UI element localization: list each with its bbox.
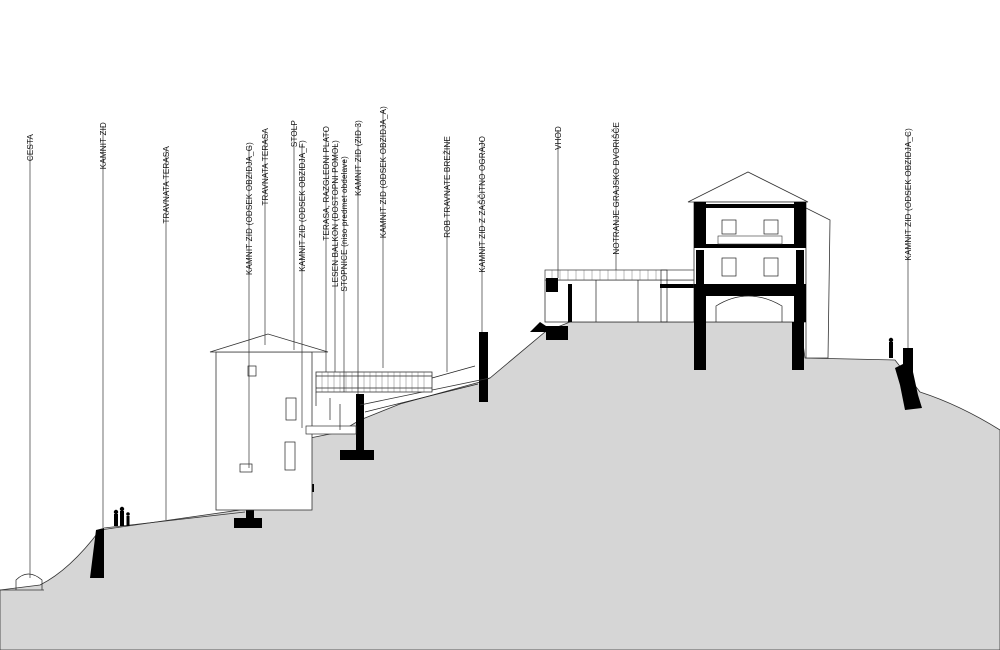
castle-entrance bbox=[530, 269, 700, 340]
label-vhod: VHOD bbox=[554, 126, 563, 150]
label-travnata-terasa-1: TRAVNATA TERASA bbox=[162, 146, 171, 224]
annotation-labels: CESTA KAMNIT ZID TRAVNATA TERASA KAMNIT … bbox=[26, 106, 913, 292]
label-kamnit-zid: KAMNIT ZID bbox=[99, 122, 108, 169]
wooden-balcony bbox=[315, 365, 476, 430]
lower-tower bbox=[209, 333, 357, 511]
label-kamnit-zid-f: KAMNIT ZID (ODSEK OBZIDJA_F) bbox=[298, 140, 307, 272]
kamnit-zid-wall-1 bbox=[90, 528, 104, 578]
label-terasa-plato: TERASA, RAZGLEDNI PLATO bbox=[322, 126, 331, 241]
castle-main-building bbox=[687, 171, 831, 370]
label-rob-brezine: ROB TRAVNATE BREŽINE bbox=[443, 136, 452, 238]
label-kamnit-zid-3: KAMNIT ZID (ZID 3) bbox=[354, 120, 363, 196]
label-cesta: CESTA bbox=[26, 134, 35, 162]
label-travnata-terasa-2: TRAVNATA TERASA bbox=[261, 128, 270, 206]
label-kamnit-zid-a: KAMNIT ZID (ODSEK OBZIDJA_A) bbox=[379, 106, 388, 238]
kamnit-zid-3-wall bbox=[340, 394, 374, 460]
label-zid-ograja: KAMNIT ZID Z ZAŠČITNO OGRAJO bbox=[478, 136, 487, 273]
scale-figures bbox=[113, 337, 894, 526]
kamnit-zid-c-wall bbox=[895, 348, 922, 410]
road-culvert bbox=[15, 573, 43, 590]
label-kamnit-zid-c: KAMNIT ZID (ODSEK OBZIDJA_C) bbox=[904, 128, 913, 261]
label-kamnit-zid-g: KAMNIT ZID (ODSEK OBZIDJA_G) bbox=[245, 142, 254, 275]
terrain-ground bbox=[0, 321, 1000, 650]
label-stopnice: STOPNICE (niso predmet obdelave) bbox=[340, 156, 349, 292]
label-dvorisce: NOTRANJE GRAJSKO DVORIŠČE bbox=[612, 122, 621, 255]
kamnit-zid-ograja-wall bbox=[479, 332, 488, 402]
leader-lines bbox=[29, 110, 909, 578]
grass-terrace-edge-line-2 bbox=[364, 383, 479, 413]
label-lesen-balkon: LESEN BALKON (DOSTOPNI POMOL) bbox=[331, 140, 340, 287]
label-stolp: STOLP bbox=[290, 120, 299, 147]
